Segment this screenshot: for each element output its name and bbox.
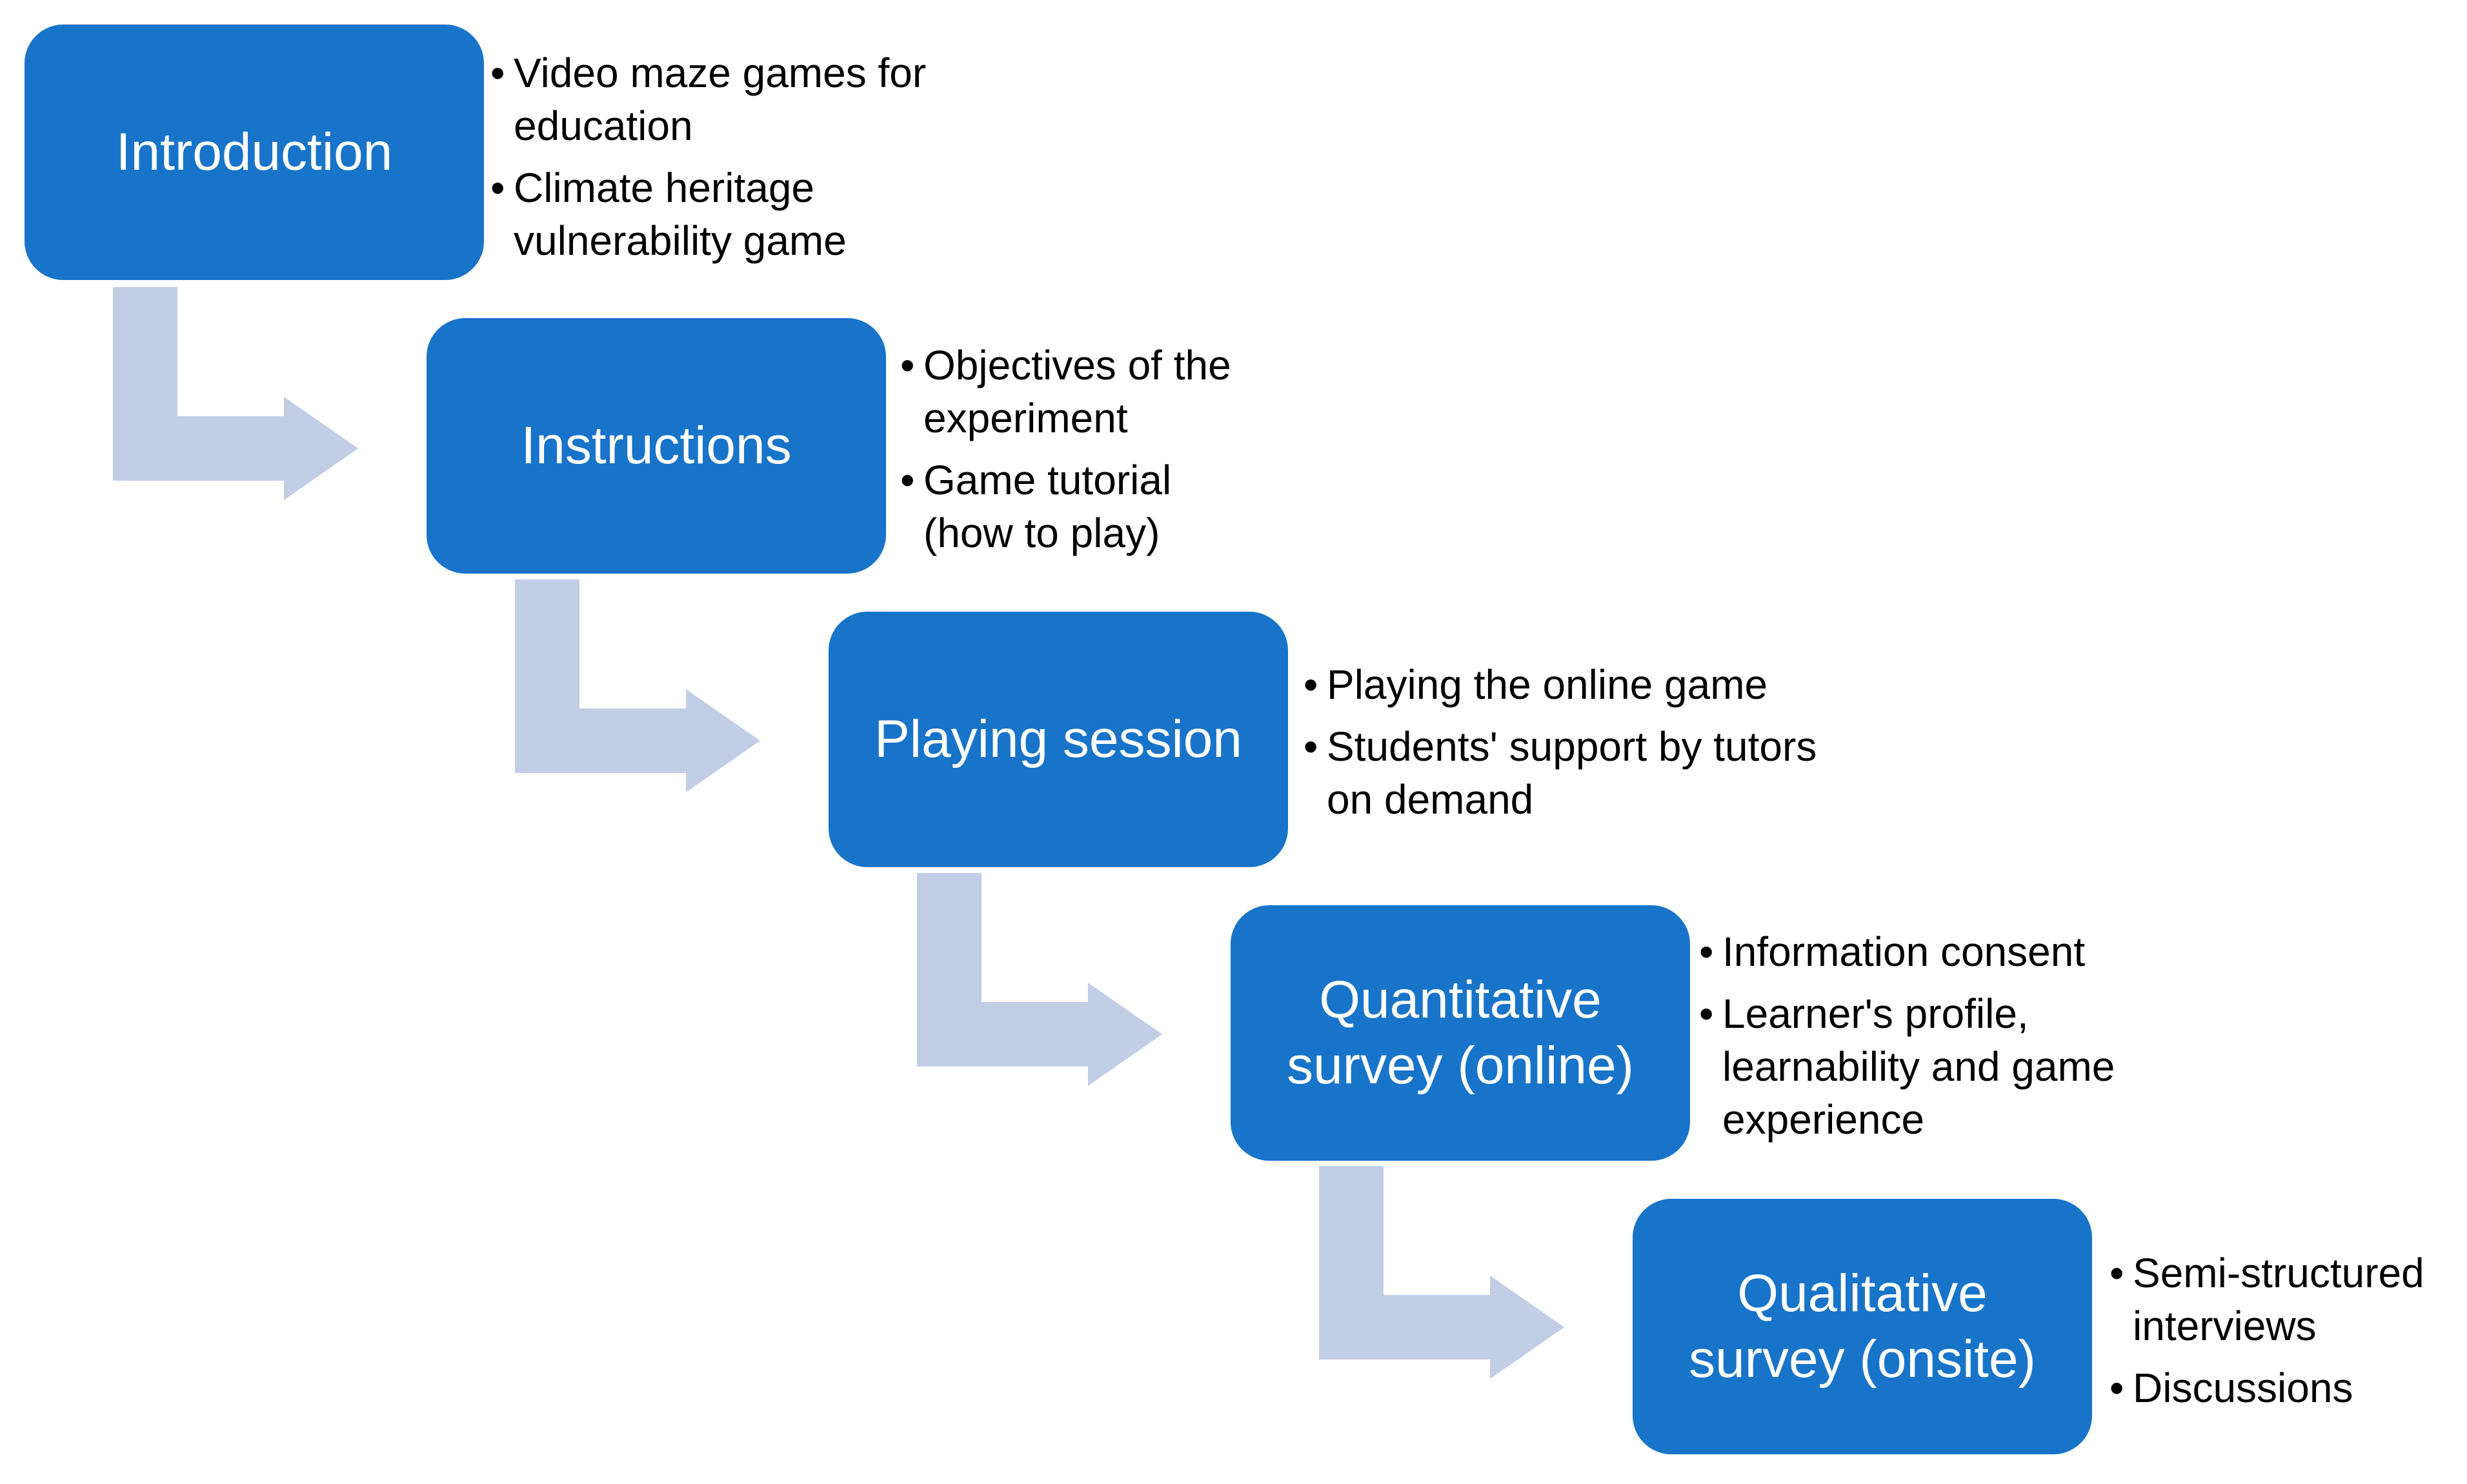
bullet-text: Video maze games for education: [514, 50, 927, 149]
bent-arrow-icon: [1319, 1166, 1564, 1379]
bullet-text: Students' support by tutors on demand: [1327, 723, 1817, 823]
bullet-item: •Information consent: [1699, 925, 2215, 978]
bullet-item: •Video maze games for education: [490, 46, 981, 152]
bullet-dot: •: [1699, 990, 1714, 1037]
step-title: Quantitative survey (online): [1287, 970, 1634, 1095]
bullet-item: •Game tutorial (how to play): [900, 454, 1391, 559]
bullet-item: •Playing the online game: [1304, 658, 1884, 711]
bullet-text: Information consent: [1722, 928, 2086, 975]
bullet-dot: •: [490, 50, 505, 96]
bullet-dot: •: [1304, 661, 1318, 708]
step-box-introduction: Introduction: [25, 25, 484, 280]
step-box-qualitative-survey: Qualitative survey (onsite): [1633, 1199, 2092, 1454]
bullet-dot: •: [490, 165, 505, 211]
connector-arrow-1: [110, 284, 368, 542]
bullet-dot: •: [900, 342, 915, 388]
step-bullets-qualitative-survey: •Semi-structured interviews •Discussions: [2110, 1247, 2458, 1423]
bullet-text: Semi-structured interviews: [2133, 1250, 2424, 1349]
step-bullets-quantitative-survey: •Information consent •Learner's profile,…: [1699, 925, 2215, 1155]
bullet-text: Learner's profile, learnability and game…: [1722, 990, 2115, 1143]
bullet-item: •Learner's profile, learnability and gam…: [1699, 987, 2215, 1146]
step-title: Instructions: [521, 416, 792, 475]
step-bullets-instructions: •Objectives of the experiment •Game tuto…: [900, 339, 1391, 568]
step-title: Introduction: [116, 123, 393, 181]
step-bullets-introduction: •Video maze games for education •Climate…: [490, 46, 981, 276]
bullet-item: •Objectives of the experiment: [900, 339, 1391, 445]
connector-arrow-4: [1316, 1163, 1574, 1421]
bullet-dot: •: [1699, 928, 1714, 975]
bent-arrow-icon: [113, 287, 358, 500]
bent-arrow-icon: [917, 873, 1162, 1086]
step-box-instructions: Instructions: [427, 318, 886, 574]
connector-arrow-2: [512, 576, 770, 834]
step-title: Qualitative survey (onsite): [1689, 1264, 2036, 1389]
bullet-text: Climate heritage vulnerability game: [514, 165, 847, 264]
bullet-dot: •: [2110, 1250, 2124, 1296]
bullet-item: •Students' support by tutors on demand: [1304, 720, 1884, 826]
bullet-text: Discussions: [2133, 1365, 2353, 1411]
step-box-quantitative-survey: Quantitative survey (online): [1231, 905, 1690, 1161]
bullet-dot: •: [2110, 1365, 2124, 1411]
bent-arrow-icon: [515, 579, 760, 792]
bullet-text: Objectives of the experiment: [923, 342, 1231, 441]
bullet-item: •Discussions: [2110, 1361, 2458, 1414]
connector-arrow-3: [914, 870, 1172, 1128]
step-title: Playing session: [874, 710, 1242, 768]
bullet-dot: •: [900, 457, 915, 503]
step-box-playing-session: Playing session: [829, 612, 1288, 867]
bullet-item: •Climate heritage vulnerability game: [490, 161, 981, 267]
bullet-dot: •: [1304, 723, 1318, 770]
bullet-text: Playing the online game: [1327, 661, 1768, 708]
step-bullets-playing-session: •Playing the online game •Students' supp…: [1304, 658, 1884, 835]
bullet-text: Game tutorial (how to play): [923, 457, 1172, 556]
bullet-item: •Semi-structured interviews: [2110, 1247, 2458, 1352]
